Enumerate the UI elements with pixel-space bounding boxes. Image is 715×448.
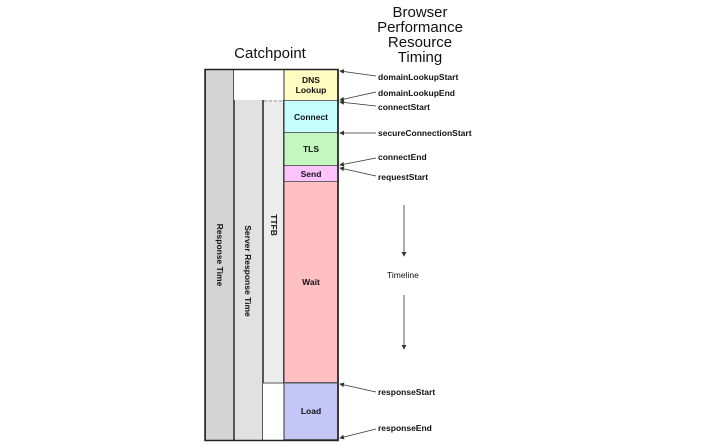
catchpoint-title: Catchpoint — [234, 45, 306, 62]
event-domainlookupstart: domainLookupStart — [378, 72, 459, 82]
timeline-label: Timeline — [387, 270, 419, 280]
browser-title-line-3: Resource — [387, 34, 453, 51]
browser-title-line-1: Browser — [392, 4, 448, 21]
browser-title-line-4: Timing — [397, 49, 443, 66]
browser-timing-title: Browser Performance Resource Timing — [350, 5, 490, 65]
arrow-domainlookupstart — [339, 69, 377, 77]
arrow-responseend — [339, 428, 377, 440]
response-time-column — [205, 70, 234, 440]
arrow-responsestart — [339, 382, 377, 393]
event-secureconnectionstart: secureConnectionStart — [378, 128, 472, 138]
phase-connect: Connect — [284, 101, 338, 133]
arrow-domainlookupend — [339, 91, 377, 102]
phase-tls: TLS — [284, 133, 338, 166]
browser-title-line-2: Performance — [377, 19, 463, 36]
event-responseend: responseEnd — [378, 423, 432, 433]
arrow-connectstart — [339, 100, 377, 107]
event-domainlookupend: domainLookupEnd — [378, 88, 455, 98]
event-requeststart: requestStart — [378, 172, 429, 182]
event-connectend: connectEnd — [378, 152, 427, 162]
phase-send: Send — [284, 166, 338, 182]
server-response-time-column — [234, 100, 263, 440]
arrow-connectend — [339, 157, 377, 167]
phase-wait: Wait — [284, 182, 338, 383]
event-connectstart: connectStart — [378, 102, 430, 112]
event-responsestart: responseStart — [378, 387, 436, 397]
arrow-requeststart — [339, 166, 377, 177]
phase-load: Load — [284, 383, 338, 440]
